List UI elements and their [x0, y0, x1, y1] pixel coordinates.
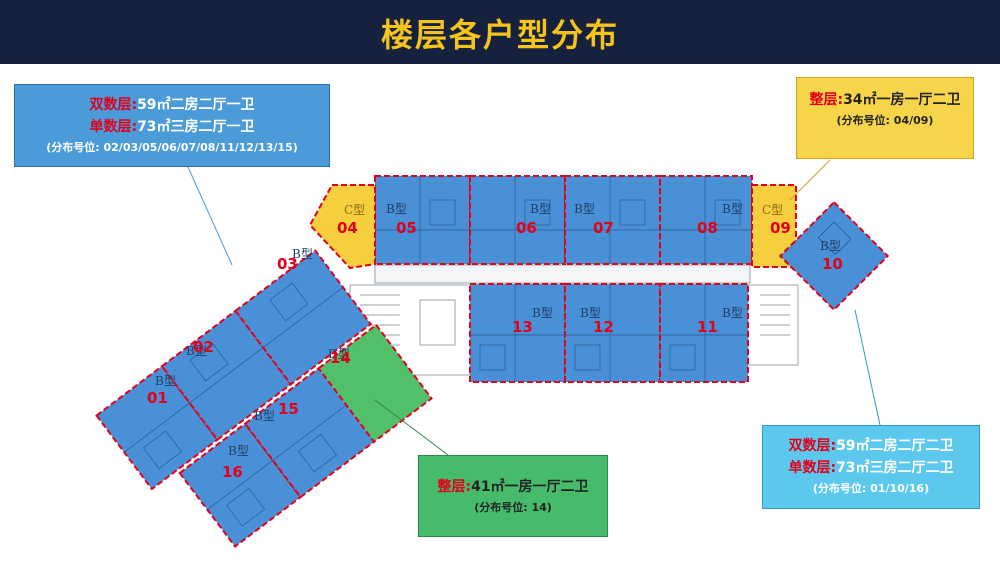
core-area	[349, 264, 799, 376]
unit-04	[308, 184, 376, 270]
unit-number-13: 13	[512, 318, 533, 336]
unit-11	[659, 283, 749, 383]
left-wing-outer	[95, 249, 373, 491]
connector-blue-left	[187, 166, 233, 266]
unit-number-16: 16	[222, 463, 243, 481]
callout-blue-left-positions: (分布号位: 02/03/05/06/07/08/11/12/13/15)	[46, 141, 298, 154]
connector-sky	[854, 309, 881, 426]
type-label-10: B型	[820, 239, 841, 253]
type-label-15: B型	[254, 409, 275, 423]
unit-number-08: 08	[697, 219, 718, 237]
unit-number-05: 05	[396, 219, 417, 237]
callout-yellow-positions: (分布号位: 04/09)	[836, 114, 934, 127]
callout-blue-left: 双数层:59㎡二房二厅一卫 单数层:73㎡三房二厅一卫 (分布号位: 02/03…	[14, 84, 330, 167]
type-label-11: B型	[722, 306, 743, 320]
type-label-03: B型	[292, 247, 313, 261]
left-wing-inner	[178, 323, 433, 548]
unit-number-12: 12	[593, 318, 614, 336]
unit-top-row	[374, 175, 753, 265]
type-label-12: B型	[580, 306, 601, 320]
unit-numbers: 05 06 07 08 04 09 10 13 12 11 03 02 01 1…	[147, 219, 843, 481]
unit-number-02: 02	[193, 338, 214, 356]
type-label-01: B型	[155, 374, 176, 388]
callout-blue-left-even: 双数层:59㎡二房二厅一卫	[89, 97, 255, 113]
callout-yellow: 整层:34㎡一房一厅二卫 (分布号位: 04/09)	[796, 77, 974, 159]
unit-05	[374, 175, 471, 265]
callout-sky: 双数层:59㎡二房二厅二卫 单数层:73㎡三房二厅二卫 (分布号位: 01/10…	[762, 425, 980, 509]
type-label-07: B型	[574, 202, 595, 216]
type-label-08: B型	[722, 202, 743, 216]
callout-green: 整层:41㎡一房一厅二卫 (分布号位: 14)	[418, 455, 608, 537]
unit-number-03: 03	[277, 255, 298, 273]
connector-yellow	[789, 159, 831, 201]
connector-green	[374, 399, 449, 456]
unit-number-01: 01	[147, 389, 168, 407]
unit-10	[778, 200, 890, 312]
callout-sky-even: 双数层:59㎡二房二厅二卫	[788, 438, 954, 454]
unit-middle-row	[469, 283, 749, 383]
unit-number-15: 15	[278, 400, 299, 418]
unit-08	[659, 175, 753, 265]
type-label-05: B型	[386, 202, 407, 216]
callout-green-text: 整层:41㎡一房一厅二卫	[437, 479, 589, 495]
unit-06	[469, 175, 566, 265]
unit-number-06: 06	[516, 219, 537, 237]
unit-number-09: 09	[770, 219, 791, 237]
header-bar: 楼层各户型分布	[0, 0, 1000, 64]
page-title: 楼层各户型分布	[380, 16, 619, 54]
type-label-06: B型	[530, 202, 551, 216]
unit-number-10: 10	[822, 255, 843, 273]
type-label-16: B型	[228, 444, 249, 458]
unit-number-07: 07	[593, 219, 614, 237]
type-label-09: C型	[762, 203, 783, 217]
type-label-04: C型	[344, 203, 365, 217]
type-label-14: D型	[328, 347, 350, 361]
unit-number-11: 11	[697, 318, 718, 336]
type-label-02: B型	[186, 344, 207, 358]
unit-12	[564, 283, 661, 383]
callout-sky-positions: (分布号位: 01/10/16)	[812, 482, 930, 495]
right-wing	[778, 200, 890, 312]
type-label-13: B型	[532, 306, 553, 320]
unit-number-04: 04	[337, 219, 358, 237]
callout-yellow-text: 整层:34㎡一房一厅二卫	[809, 92, 961, 108]
unit-07	[564, 175, 661, 265]
connector-lines	[187, 159, 881, 456]
callout-green-positions: (分布号位: 14)	[474, 501, 552, 514]
unit-number-14: 14	[330, 349, 351, 367]
callout-blue-left-odd: 单数层:73㎡三房二厅一卫	[89, 119, 255, 135]
type-labels: B型 B型 B型 B型 B型 B型 B型 B型 B型 B型 B型 B型 B型 D…	[155, 202, 841, 458]
callout-sky-odd: 单数层:73㎡三房二厅二卫	[788, 460, 954, 476]
